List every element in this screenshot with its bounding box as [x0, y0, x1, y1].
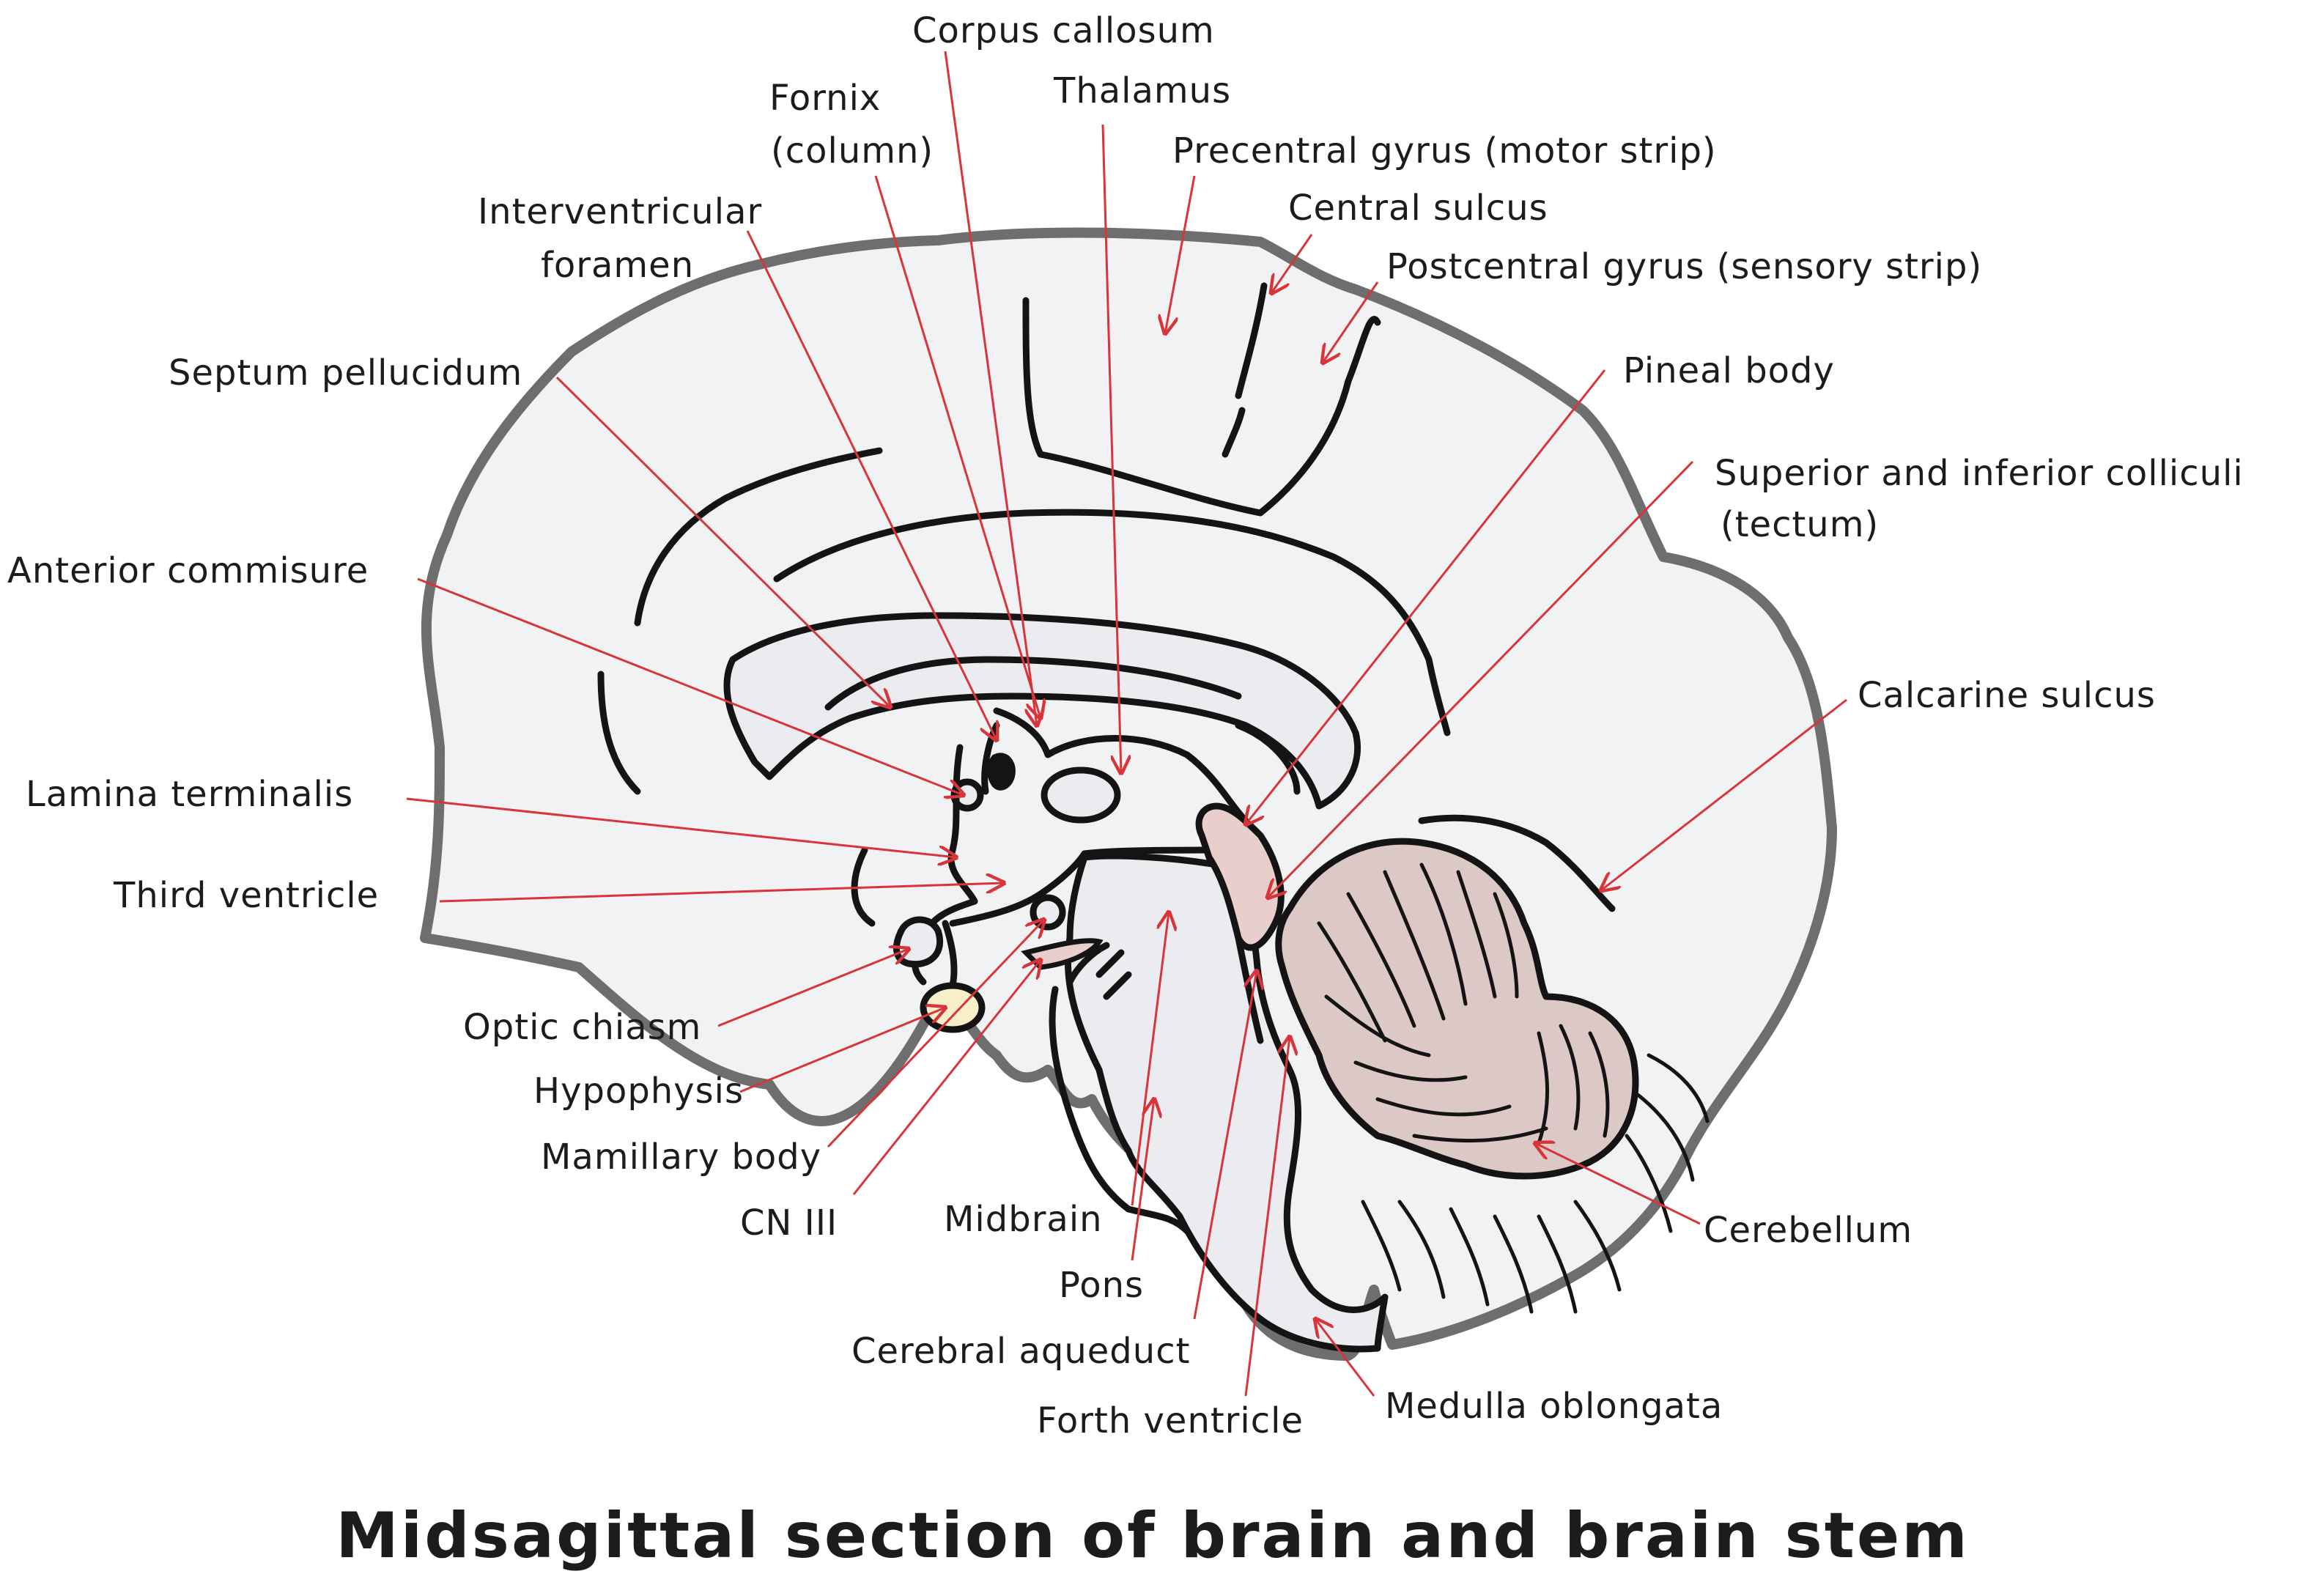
label-colliculi-line2: (tectum) — [1721, 504, 1879, 545]
brainstem — [1064, 852, 1389, 1353]
label-forth-ventricle: Forth ventricle — [1037, 1400, 1304, 1441]
paracentral-line — [1022, 297, 1381, 517]
leader-pineal — [1246, 369, 1606, 824]
label-precentral-gyrus: Precentral gyrus (motor strip) — [1172, 130, 1717, 171]
label-optic-chiasm: Optic chiasm — [463, 1007, 701, 1048]
label-interventricular-line2: foramen — [541, 245, 694, 286]
label-fornix-line1: Fornix — [769, 78, 881, 119]
calcarine-line — [1418, 814, 1616, 912]
leader-aqueduct — [1193, 971, 1257, 1320]
hemisphere-folia — [1361, 1053, 1710, 1314]
label-pons: Pons — [1059, 1265, 1144, 1306]
label-medulla-oblongata: Medulla oblongata — [1385, 1386, 1723, 1427]
label-third-ventricle: Third ventricle — [113, 875, 379, 916]
cingulate-arc — [773, 509, 1451, 736]
label-cn-iii: CN III — [740, 1202, 838, 1244]
cerebellum-folia — [1317, 862, 1610, 1145]
leader-calcarine — [1601, 698, 1847, 890]
mamillary-shape — [1030, 894, 1066, 931]
leader-forth-ventricle — [1244, 1037, 1290, 1397]
leader-optic-chiasm — [717, 949, 909, 1027]
hypophysis-shape — [920, 982, 986, 1033]
pons-fibers — [1066, 942, 1132, 1000]
central-sulcus-dash — [1222, 407, 1246, 458]
leader-corpus-callosum — [944, 51, 1037, 725]
aqueduct-line — [1235, 934, 1264, 1044]
label-postcentral-gyrus: Postcentral gyrus (sensory strip) — [1386, 246, 1982, 287]
label-central-sulcus: Central sulcus — [1288, 188, 1548, 229]
fornix-column-line — [993, 707, 1249, 824]
sulcus-front-line — [597, 670, 641, 795]
leader-thalamus — [1101, 124, 1121, 773]
leader-central-sulcus — [1271, 234, 1313, 293]
label-mamillary-body: Mamillary body — [541, 1137, 821, 1178]
label-midbrain: Midbrain — [944, 1199, 1103, 1240]
leader-mamillary — [827, 920, 1044, 1148]
leader-interventricular — [746, 230, 997, 740]
massa-intermedia — [1041, 766, 1121, 824]
label-interventricular-line1: Interventricular — [478, 191, 762, 232]
label-cerebral-aqueduct: Cerebral aqueduct — [851, 1331, 1190, 1372]
leader-precentral — [1165, 175, 1196, 333]
leader-pons — [1131, 1099, 1154, 1261]
callosum-splenium — [1235, 722, 1301, 795]
label-cerebellum: Cerebellum — [1704, 1210, 1913, 1251]
central-sulcus-line — [1235, 282, 1268, 399]
fornix-body — [824, 656, 1242, 711]
diagram-title: Midsagittal section of brain and brain s… — [336, 1499, 1970, 1573]
label-calcarine-sulcus: Calcarine sulcus — [1858, 675, 2156, 716]
cingulate-sulcus — [634, 447, 883, 627]
leader-cn-iii — [852, 960, 1041, 1195]
label-fornix-line2: (column) — [771, 130, 934, 171]
leader-fornix — [874, 175, 1041, 718]
pons-front — [1049, 986, 1191, 1235]
leader-third-ventricle — [439, 883, 1004, 903]
leader-lines — [406, 51, 1847, 1397]
label-colliculi-line1: Superior and inferior colliculi — [1715, 453, 2244, 494]
label-corpus-callosum: Corpus callosum — [912, 10, 1215, 51]
leader-postcentral — [1323, 281, 1379, 363]
leader-anterior-commisure — [417, 577, 964, 795]
cn-iii-shape — [1021, 938, 1104, 970]
labels: Corpus callosum Fornix (column) Thalamus… — [7, 10, 2244, 1441]
leader-colliculi — [1268, 460, 1694, 898]
leader-cerebellum — [1535, 1143, 1701, 1225]
leader-midbrain — [1131, 912, 1169, 1206]
label-thalamus: Thalamus — [1053, 70, 1231, 111]
leader-lamina — [406, 797, 956, 857]
optic-chiasm-shape — [893, 916, 944, 968]
leader-medulla — [1315, 1319, 1375, 1397]
label-septum-pellucidum: Septum pellucidum — [169, 352, 522, 394]
frontal-notch — [851, 846, 876, 927]
infundibulum — [942, 920, 958, 989]
interventricular-foramen — [987, 753, 1016, 791]
corpus-callosum — [723, 612, 1361, 810]
leader-hypophysis — [739, 1008, 945, 1093]
label-hypophysis: Hypophysis — [533, 1071, 744, 1112]
label-anterior-commisure: Anterior commisure — [7, 550, 369, 591]
label-pineal-body: Pineal body — [1623, 350, 1835, 391]
leader-septum — [555, 376, 890, 707]
label-lamina-terminalis: Lamina terminalis — [26, 774, 353, 815]
